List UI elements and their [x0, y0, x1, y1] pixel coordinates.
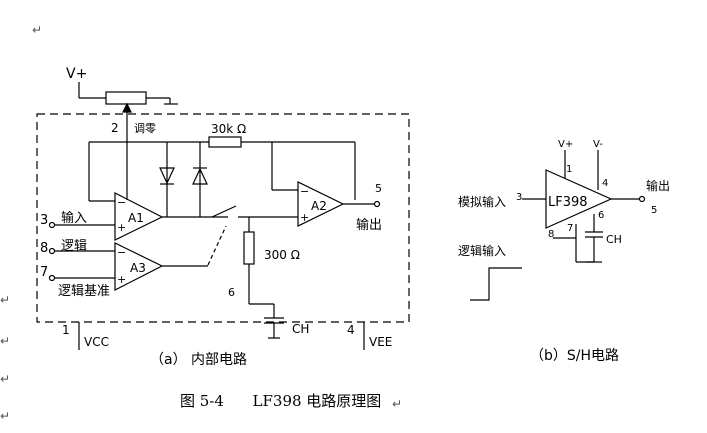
switch-control-link	[207, 225, 227, 266]
vee-label: VEE	[369, 335, 392, 349]
sh-pin3-label: 3	[516, 192, 522, 203]
figure-caption: 图 5-4 LF398 电路原理图	[180, 392, 381, 410]
resistor-300-label: 300 Ω	[264, 248, 300, 262]
logic-label: 逻辑	[61, 239, 87, 254]
paragraph-mark: ↵	[0, 293, 10, 307]
sh-vplus-label: V+	[558, 139, 573, 150]
wiper-arrow	[122, 102, 132, 113]
sh-cap-label: CH	[606, 233, 622, 246]
analog-in-label: 模拟输入	[458, 194, 506, 209]
logic-ref-label: 逻辑基准	[58, 284, 110, 299]
amp-a2	[297, 181, 345, 227]
pin5-terminal	[373, 200, 381, 208]
pin4-label: 4	[347, 323, 355, 337]
pin5-label: 5	[375, 182, 382, 195]
pin1-label: 1	[62, 323, 70, 337]
a1-plus-sign: +	[117, 221, 126, 234]
logic-step-waveform	[470, 267, 522, 301]
amp-a3	[114, 242, 164, 291]
amp-a1-label: A1	[128, 211, 144, 225]
sh-pin5-label: 5	[651, 205, 657, 216]
a1-minus-sign: −	[117, 196, 126, 209]
switch-blade	[211, 205, 237, 218]
resistor-30k	[208, 136, 242, 148]
pin7-terminal	[48, 274, 56, 282]
pin6-label: 6	[228, 286, 235, 299]
paragraph-mark: ↵	[392, 397, 402, 411]
resistor-300	[243, 231, 255, 265]
sh-output-terminal	[638, 195, 646, 203]
amp-a1	[114, 192, 164, 241]
a3-plus-sign: +	[117, 273, 126, 286]
sh-output-label: 输出	[646, 178, 670, 193]
pin2-label: 2	[111, 121, 119, 135]
logic-in-label: 逻辑输入	[458, 243, 506, 258]
amp-a3-label: A3	[130, 261, 146, 275]
paragraph-mark: ↵	[0, 334, 10, 348]
diode-left	[159, 167, 175, 185]
sh-vminus-label: V-	[593, 139, 603, 150]
a3-minus-sign: −	[117, 246, 126, 259]
pin3-label: 3	[40, 213, 48, 228]
vplus-label: V+	[66, 66, 87, 82]
pin3-terminal	[48, 221, 56, 229]
resistor-30k-label: 30k Ω	[211, 122, 246, 136]
sh-pin4-label: 4	[602, 178, 608, 189]
a2-plus-sign: +	[300, 211, 309, 224]
paragraph-mark: ↵	[0, 409, 10, 423]
a2-minus-sign: −	[300, 185, 309, 198]
vcc-label: VCC	[84, 335, 109, 349]
cap-label: CH	[292, 322, 309, 336]
left-subtitle: （a） 内部电路	[150, 352, 247, 368]
output-label: 输出	[356, 217, 382, 233]
sh-pin1-label: 1	[566, 164, 572, 175]
chip-name: LF398	[548, 195, 588, 210]
package-outline	[36, 113, 410, 323]
sh-pin7-label: 7	[567, 223, 573, 234]
sh-pin6-label: 6	[598, 210, 604, 221]
input-label: 输入	[61, 210, 87, 226]
pin8-terminal	[48, 247, 56, 255]
potentiometer	[105, 91, 147, 105]
diode-right	[192, 167, 208, 185]
pin8-label: 8	[40, 241, 48, 256]
paragraph-mark: ↵	[0, 372, 10, 386]
right-subtitle: （b）S/H电路	[530, 348, 619, 364]
amp-a2-label: A2	[311, 199, 327, 213]
zero-adjust-label: 调零	[134, 122, 156, 135]
paragraph-mark: ↵	[32, 23, 42, 37]
sh-pin8-label: 8	[548, 229, 554, 240]
pin7-label: 7	[40, 265, 48, 280]
